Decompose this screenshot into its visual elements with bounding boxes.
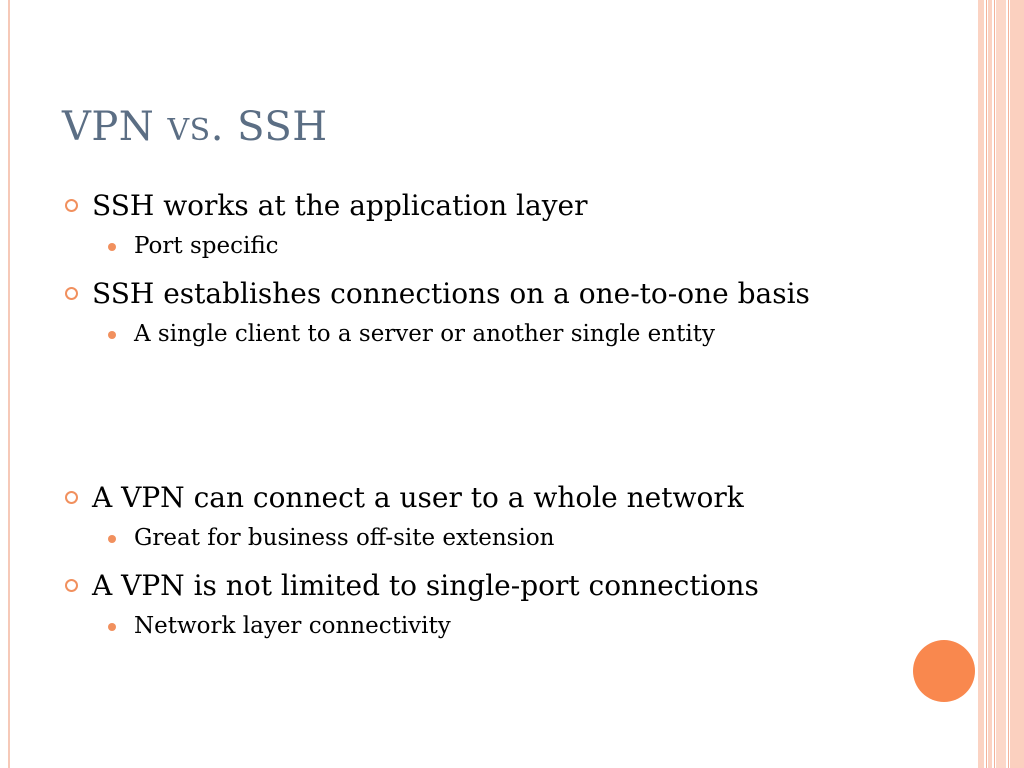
spacer xyxy=(62,362,862,478)
stripe-divider xyxy=(986,0,987,768)
sub-bullet-item: Network layer connectivity xyxy=(62,610,862,642)
bullet-text: SSH establishes connections on a one-to-… xyxy=(92,277,810,310)
ring-bullet-icon xyxy=(65,287,78,300)
dot-bullet-icon xyxy=(108,535,116,543)
right-stripe xyxy=(988,0,992,768)
bullet-item: A VPN is not limited to single-port conn… xyxy=(62,566,862,606)
bullet-list: SSH works at the application layer Port … xyxy=(62,186,862,654)
bullet-text: SSH works at the application layer xyxy=(92,189,588,222)
bullet-text: A VPN is not limited to single-port conn… xyxy=(92,569,759,602)
title-main: VPN xyxy=(62,104,168,150)
sub-bullet-text: Network layer connectivity xyxy=(134,613,451,639)
sub-bullet-item: Great for business off-site extension xyxy=(62,522,862,554)
decorative-circle xyxy=(913,640,975,702)
dot-bullet-icon xyxy=(108,331,116,339)
title-rest: . SSH xyxy=(210,104,328,150)
sub-bullet-item: A single client to a server or another s… xyxy=(62,318,862,350)
ring-bullet-icon xyxy=(65,199,78,212)
bullet-item: SSH works at the application layer xyxy=(62,186,862,226)
bullet-item: SSH establishes connections on a one-to-… xyxy=(62,274,862,314)
sub-bullet-text: A single client to a server or another s… xyxy=(134,321,715,347)
sub-bullet-text: Port specific xyxy=(134,233,279,259)
dot-bullet-icon xyxy=(108,243,116,251)
stripe-divider xyxy=(994,0,995,768)
ring-bullet-icon xyxy=(65,579,78,592)
bullet-text: A VPN can connect a user to a whole netw… xyxy=(92,481,744,514)
sub-bullet-item: Port specific xyxy=(62,230,862,262)
slide-title: VPN VS. SSH xyxy=(62,104,328,150)
bullet-item: A VPN can connect a user to a whole netw… xyxy=(62,478,862,518)
ring-bullet-icon xyxy=(65,491,78,504)
right-stripe xyxy=(1010,0,1024,768)
dot-bullet-icon xyxy=(108,623,116,631)
title-small-caps: VS xyxy=(167,113,211,148)
right-stripe xyxy=(996,0,1006,768)
stripe-divider xyxy=(1008,0,1009,768)
sub-bullet-text: Great for business off-site extension xyxy=(134,525,555,551)
left-border-line xyxy=(8,0,10,768)
right-stripe xyxy=(978,0,984,768)
